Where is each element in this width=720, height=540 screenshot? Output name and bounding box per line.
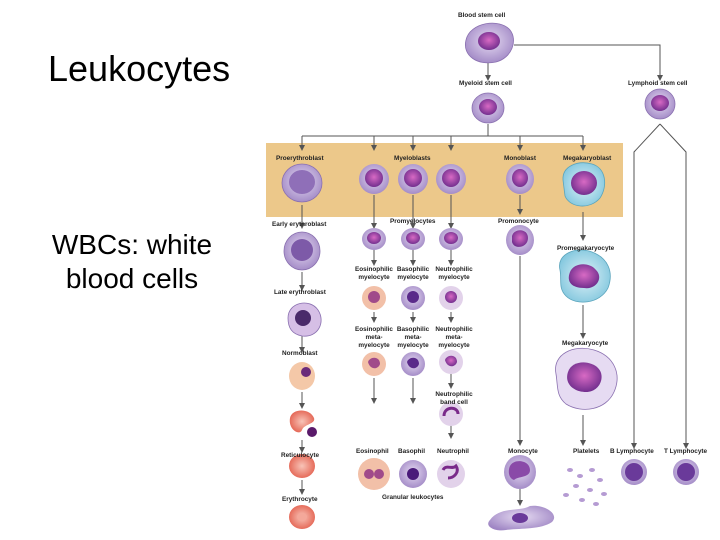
label-early-erythroblast: Early erythroblast [272,221,327,228]
label-b-lymphocyte: B Lymphocyte [610,448,654,455]
reticulocyte-cell [289,410,317,437]
label-baso-meta-2: meta- [404,334,421,341]
label-neutrophil: Neutrophil [437,448,469,455]
megakaryoblast-cell [562,162,606,207]
proerythroblast-cell [281,163,323,203]
diagram-labels: Blood stem cell Myeloid stem cell Lympho… [272,12,708,503]
label-baso-meta-3: myelocyte [397,342,429,349]
label-reticulocyte: Reticulocyte [281,452,319,459]
lineage-arrows [299,44,689,506]
label-platelets: Platelets [573,448,600,455]
label-eos-meta-3: myelocyte [358,342,390,349]
metamyelocyte-cells [362,350,463,376]
label-neut-band-2: band cell [440,399,468,406]
label-granular-leukocytes: Granular leukocytes [382,494,444,501]
label-proerythroblast: Proerythroblast [276,155,324,162]
label-t-lymphocyte: T Lymphocyte [664,448,708,455]
label-erythrocyte: Erythrocyte [282,496,318,503]
neutrophilic-band-cell [439,402,463,426]
label-megakaryocyte: Megakaryocyte [562,340,609,347]
label-eos-myelocyte-1: Eosinophilic [355,266,393,273]
label-monoblast: Monoblast [504,155,537,162]
slide-body-text: WBCs: white blood cells [32,228,232,296]
label-neut-meta-1: Neutrophilic [435,326,473,333]
monocyte-cell [504,455,536,489]
label-promyelocytes: Promyelocytes [390,218,436,225]
promyelocyte-cells [362,228,463,250]
normoblast-cell [289,362,315,390]
lymphoid-stem-cell [644,88,676,120]
late-erythroblast-cell [287,302,322,337]
myeloblast-cells [359,164,466,194]
label-basophil: Basophil [398,448,425,455]
label-blood-stem-cell: Blood stem cell [458,12,505,19]
label-late-erythroblast: Late erythroblast [274,289,327,296]
monoblast-cell [506,164,534,194]
label-baso-myelocyte-2: myelocyte [397,274,429,281]
label-myeloblasts: Myeloblasts [394,155,431,162]
megakaryocyte-cell [555,347,618,410]
promegakaryocyte-cell [559,249,611,303]
label-monocyte: Monocyte [508,448,538,455]
mature-granulocyte-cells [358,458,465,490]
label-eos-meta-2: meta- [365,334,382,341]
body-line-2: blood cells [65,263,199,294]
label-neut-band-1: Neutrophilic [435,391,473,398]
reticulocyte-mature-cell [289,454,315,478]
label-promegakaryocyte: Promegakaryocyte [557,245,615,252]
label-normoblast: Normoblast [282,350,318,357]
label-myeloid-stem-cell: Myeloid stem cell [459,80,512,87]
cell-illustrations [281,22,699,531]
early-erythroblast-cell [283,231,321,271]
label-neut-meta-2: meta- [445,334,462,341]
myelocyte-cells [362,286,463,310]
label-eos-meta-1: Eosinophilic [355,326,393,333]
label-baso-meta-1: Basophilic [397,326,430,333]
label-eosinophil: Eosinophil [356,448,389,455]
erythrocyte-cell [289,505,315,529]
myeloid-stem-cell [471,92,505,124]
label-megakaryoblast: Megakaryoblast [563,155,612,162]
label-promonocyte: Promonocyte [498,218,539,225]
slide-title: Leukocytes [48,48,231,89]
body-line-1: WBCs: white [51,229,213,260]
lymphocyte-cells [621,459,699,485]
label-neut-myelocyte-1: Neutrophilic [435,266,473,273]
label-eos-myelocyte-2: myelocyte [358,274,390,281]
promonocyte-cell [506,225,534,255]
label-lymphoid-stem-cell: Lymphoid stem cell [628,80,688,87]
label-neut-meta-3: myelocyte [438,342,470,349]
label-baso-myelocyte-1: Basophilic [397,266,430,273]
macrophage-cell [488,505,555,531]
blood-stem-cell [465,22,514,64]
label-neut-myelocyte-2: myelocyte [438,274,470,281]
platelets [563,468,607,506]
